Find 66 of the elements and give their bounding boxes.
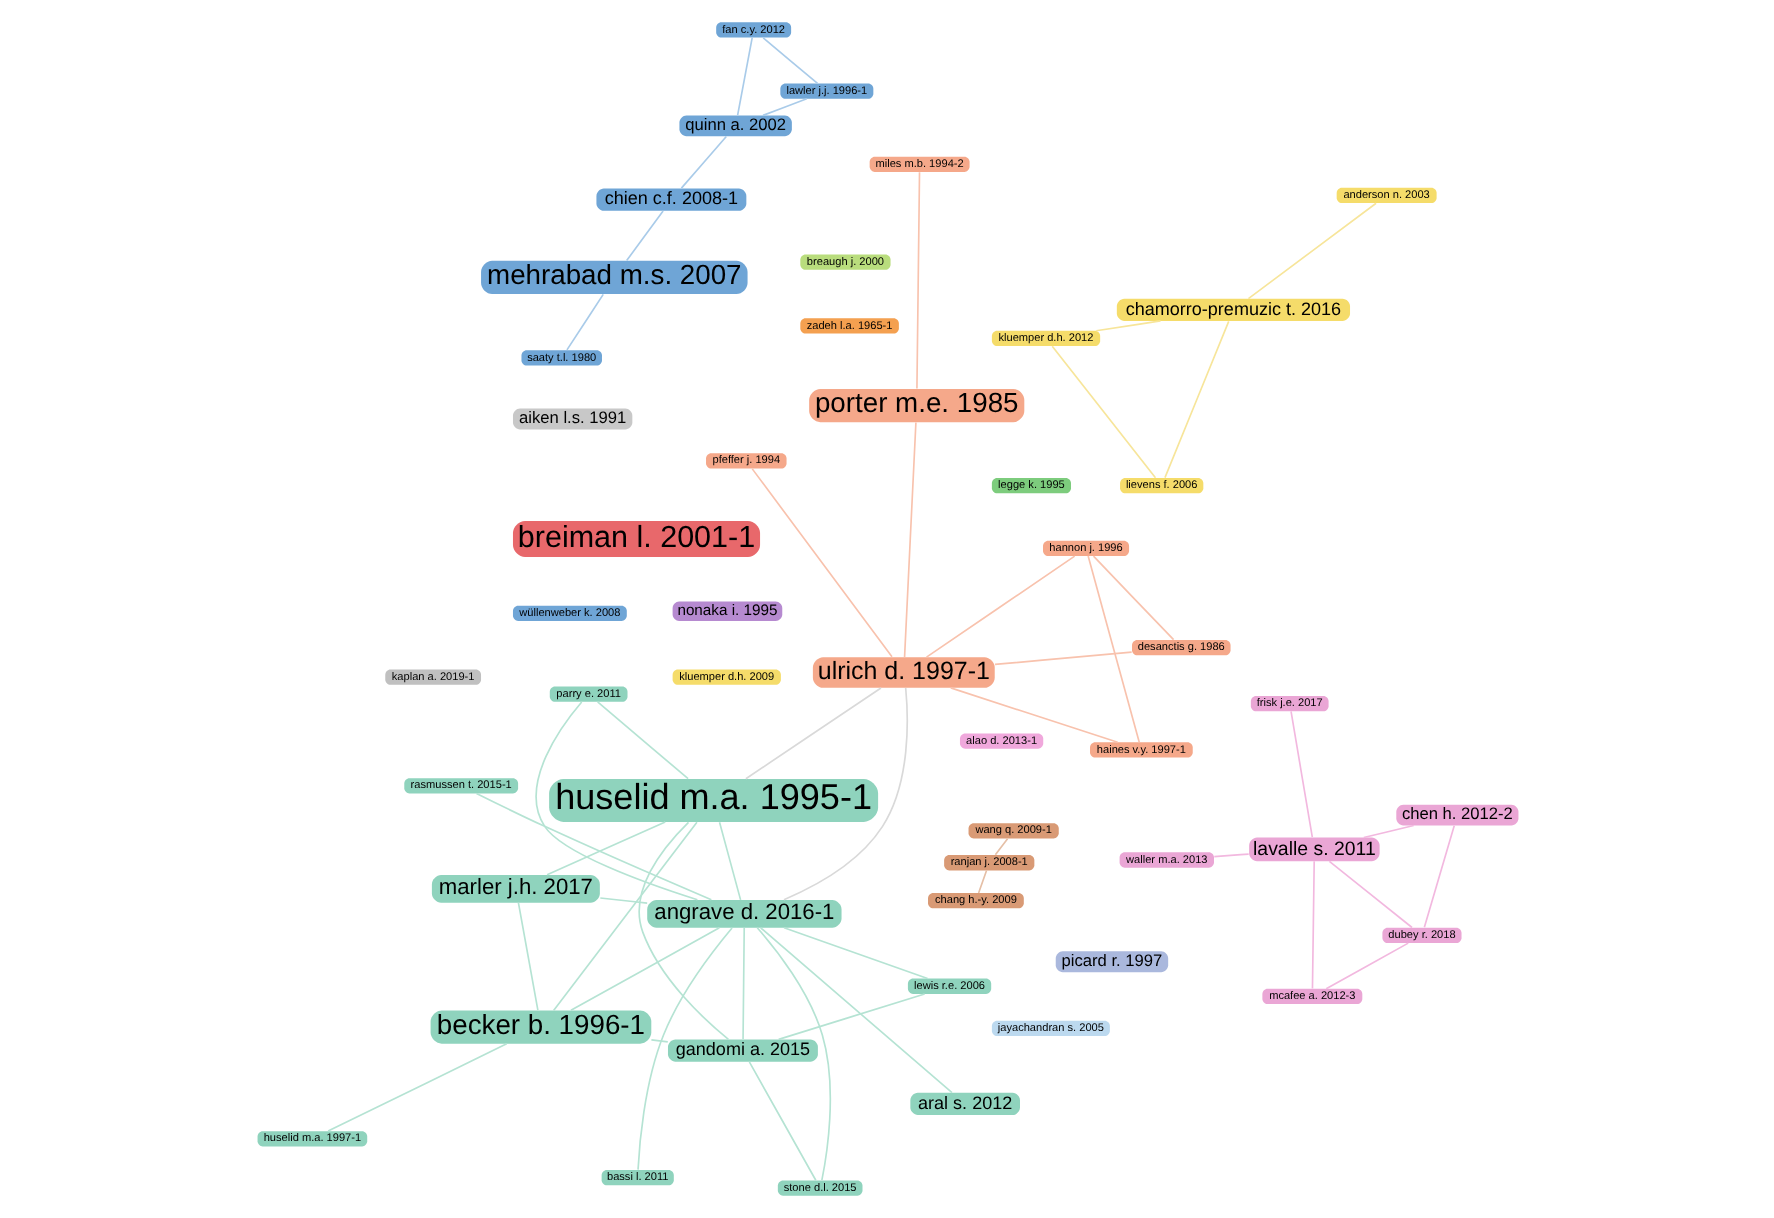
connector bbox=[750, 468, 892, 658]
connector bbox=[1324, 942, 1409, 990]
connector bbox=[1094, 320, 1161, 332]
connector bbox=[782, 687, 908, 901]
connector bbox=[565, 293, 604, 351]
connector bbox=[649, 1039, 668, 1043]
connector bbox=[598, 897, 647, 904]
connector bbox=[624, 210, 663, 262]
connector bbox=[902, 421, 916, 658]
node-box: marler j.h. 2017 bbox=[430, 874, 599, 903]
connector bbox=[545, 821, 666, 876]
connector bbox=[1163, 320, 1229, 479]
connector bbox=[993, 837, 1008, 856]
node-box: nonaka i. 1995 bbox=[671, 601, 782, 621]
connector bbox=[1212, 853, 1249, 858]
node-box: aiken l.s. 1991 bbox=[511, 408, 632, 430]
connector bbox=[1050, 345, 1156, 479]
connector bbox=[993, 651, 1132, 666]
connector bbox=[747, 1061, 816, 1182]
node-box: angrave d. 2016-1 bbox=[646, 899, 841, 928]
connector bbox=[758, 927, 952, 1094]
connector bbox=[1310, 860, 1315, 990]
connector bbox=[1327, 860, 1412, 929]
connector bbox=[1246, 202, 1376, 300]
node-box: chien c.f. 2008-1 bbox=[595, 188, 746, 211]
connector bbox=[636, 927, 732, 1171]
connector bbox=[744, 687, 881, 780]
node-box: gandomi a. 2015 bbox=[666, 1039, 817, 1062]
connector bbox=[761, 97, 807, 117]
connector bbox=[1289, 710, 1313, 839]
node-box: quinn a. 2002 bbox=[678, 115, 791, 137]
connector bbox=[948, 687, 1118, 744]
node-box: becker b. 1996-1 bbox=[429, 1010, 651, 1044]
node-box: ulrich d. 1997-1 bbox=[811, 657, 994, 688]
connector bbox=[326, 1043, 507, 1132]
connector bbox=[679, 135, 727, 189]
node-box: aral s. 2012 bbox=[909, 1092, 1019, 1115]
connector bbox=[534, 701, 698, 901]
connector bbox=[516, 902, 538, 1011]
node-box: lavalle s. 2011 bbox=[1248, 837, 1379, 862]
node-box: chamorro-premuzic t. 2016 bbox=[1115, 298, 1350, 321]
connector bbox=[551, 821, 697, 1012]
connector bbox=[717, 821, 741, 901]
connector bbox=[1091, 555, 1174, 641]
node-box: breiman l. 2001-1 bbox=[511, 521, 760, 558]
connector bbox=[776, 993, 925, 1041]
connector bbox=[1086, 555, 1140, 744]
connector bbox=[474, 792, 712, 901]
node-box: chen h. 2012-2 bbox=[1395, 804, 1518, 826]
node-box: mehrabad m.s. 2007 bbox=[480, 260, 747, 295]
connector bbox=[761, 37, 818, 85]
connector bbox=[1422, 824, 1455, 929]
connector bbox=[976, 869, 987, 894]
connector bbox=[782, 926, 928, 980]
node-box: porter m.e. 1985 bbox=[808, 388, 1024, 423]
connector bbox=[1361, 824, 1414, 839]
connector bbox=[915, 171, 920, 390]
connector bbox=[595, 701, 688, 780]
node-box: huselid m.a. 1995-1 bbox=[548, 778, 878, 822]
connector bbox=[569, 926, 720, 1012]
connector bbox=[741, 927, 745, 1041]
connector bbox=[924, 555, 1075, 658]
node-box: picard r. 1997 bbox=[1054, 951, 1168, 973]
connector bbox=[735, 36, 753, 117]
connector bbox=[755, 926, 831, 1181]
connector bbox=[637, 821, 729, 1041]
